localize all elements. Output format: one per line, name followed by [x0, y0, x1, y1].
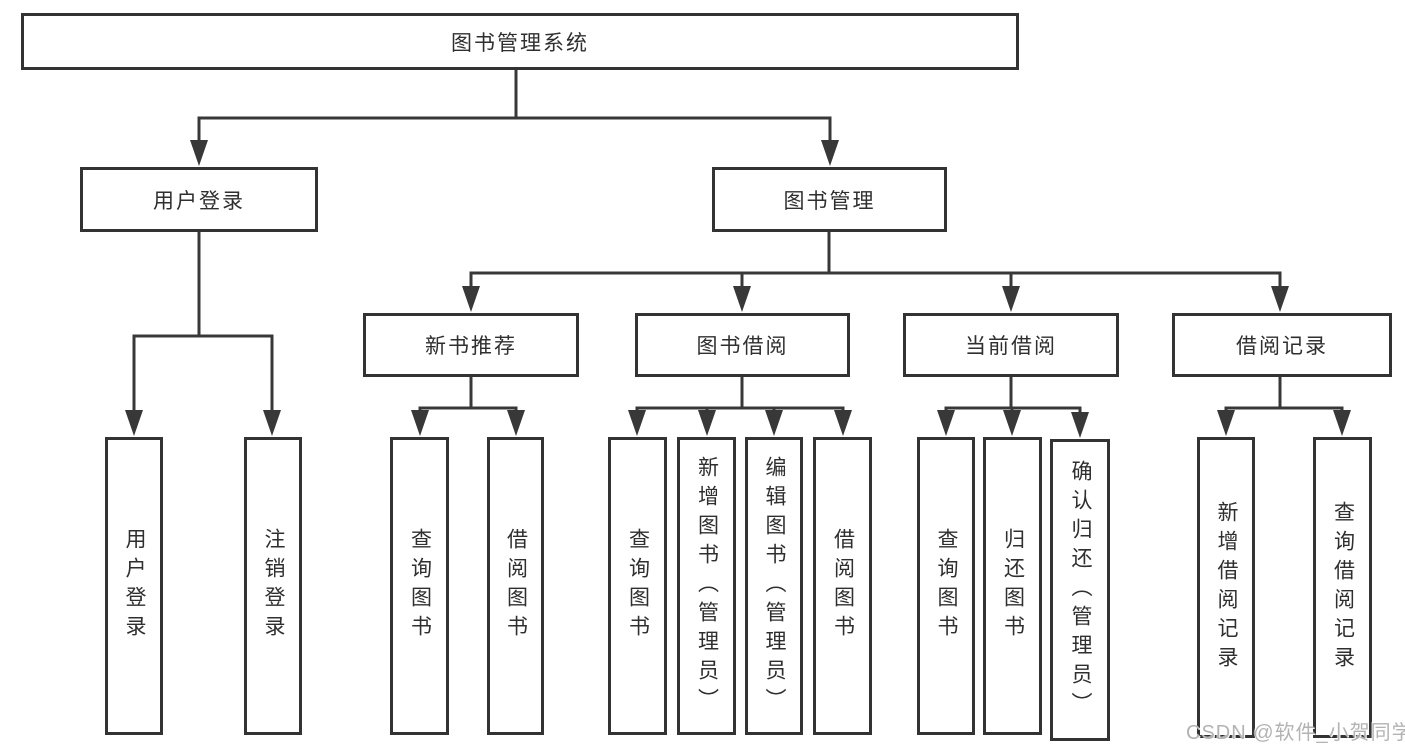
- arrowhead-icon: [937, 410, 955, 436]
- arrowhead-icon: [462, 286, 480, 312]
- leaf-label: 查询图书: [935, 528, 958, 644]
- connector-root-to-level2: [197, 70, 832, 144]
- arrowhead-icon: [125, 410, 143, 436]
- connector-records-to-children: [1224, 377, 1344, 414]
- leaf-label: 新增图书（管理员）: [695, 455, 719, 717]
- connector-borrow-to-children: [635, 377, 845, 414]
- arrowhead-icon: [628, 410, 646, 436]
- arrowhead-icon: [190, 140, 208, 166]
- leaf-label: 归还图书: [1001, 528, 1025, 644]
- node-book-borrowing: 图书借阅: [635, 313, 850, 377]
- connector-mgmt-to-level3: [469, 232, 1282, 290]
- arrowhead-icon: [1003, 410, 1021, 436]
- arrowhead-icon: [411, 410, 429, 436]
- leaf-label: 查询借阅记录: [1331, 500, 1355, 675]
- leaf-confirm-return-admin: 确认归还（管理员）: [1050, 439, 1110, 741]
- leaf-borrow-books: 借阅图书: [813, 437, 872, 735]
- leaf-label: 借阅图书: [831, 528, 855, 644]
- arrowhead-icon: [821, 140, 839, 166]
- leaf-label: 确认归还（管理员）: [1069, 459, 1092, 721]
- arrowhead-icon: [733, 286, 751, 312]
- leaf-query-borrow-record: 查询借阅记录: [1313, 437, 1372, 738]
- connector-login-to-children: [132, 232, 274, 414]
- leaf-logout: 注销登录: [244, 437, 302, 735]
- leaf-query-books-current: 查询图书: [917, 437, 975, 735]
- node-borrowing-records: 借阅记录: [1172, 313, 1392, 377]
- leaf-label: 编辑图书（管理员）: [763, 455, 786, 717]
- leaf-query-books-borrow: 查询图书: [608, 437, 667, 735]
- leaf-label: 用户登录: [123, 528, 146, 644]
- arrowhead-icon: [698, 410, 716, 436]
- csdn-watermark: CSDN @软件_小贺同学: [1186, 722, 1405, 744]
- node-user-login: 用户登录: [80, 167, 318, 232]
- leaf-label: 注销登录: [262, 528, 285, 644]
- node-book-management: 图书管理: [712, 167, 947, 232]
- arrowhead-icon: [765, 410, 783, 436]
- node-current-borrowing: 当前借阅: [903, 313, 1119, 377]
- arrowhead-icon: [1271, 286, 1289, 312]
- arrowhead-icon: [1002, 286, 1020, 312]
- arrowhead-icon: [1333, 410, 1351, 436]
- leaf-return-books: 归还图书: [983, 437, 1042, 735]
- arrowhead-icon: [1071, 412, 1089, 438]
- arrowhead-icon: [263, 410, 281, 436]
- leaf-label: 新增借阅记录: [1215, 500, 1238, 675]
- arrowhead-icon: [507, 410, 525, 436]
- arrowhead-icon: [834, 410, 852, 436]
- node-library-management-system: 图书管理系统: [21, 13, 1019, 70]
- leaf-user-login: 用户登录: [105, 437, 163, 735]
- leaf-borrow-books-recommend: 借阅图书: [487, 437, 544, 735]
- leaf-query-books-recommend: 查询图书: [390, 437, 449, 735]
- leaf-edit-books-admin: 编辑图书（管理员）: [745, 437, 803, 735]
- leaf-label: 借阅图书: [504, 528, 528, 644]
- leaf-label: 查询图书: [408, 528, 432, 644]
- leaf-add-books-admin: 新增图书（管理员）: [677, 437, 736, 735]
- connector-newbook-to-children: [418, 377, 518, 414]
- leaf-label: 查询图书: [626, 528, 650, 644]
- node-new-book-recommend: 新书推荐: [363, 313, 579, 377]
- leaf-add-borrow-record: 新增借阅记录: [1197, 437, 1255, 738]
- arrowhead-icon: [1217, 410, 1235, 436]
